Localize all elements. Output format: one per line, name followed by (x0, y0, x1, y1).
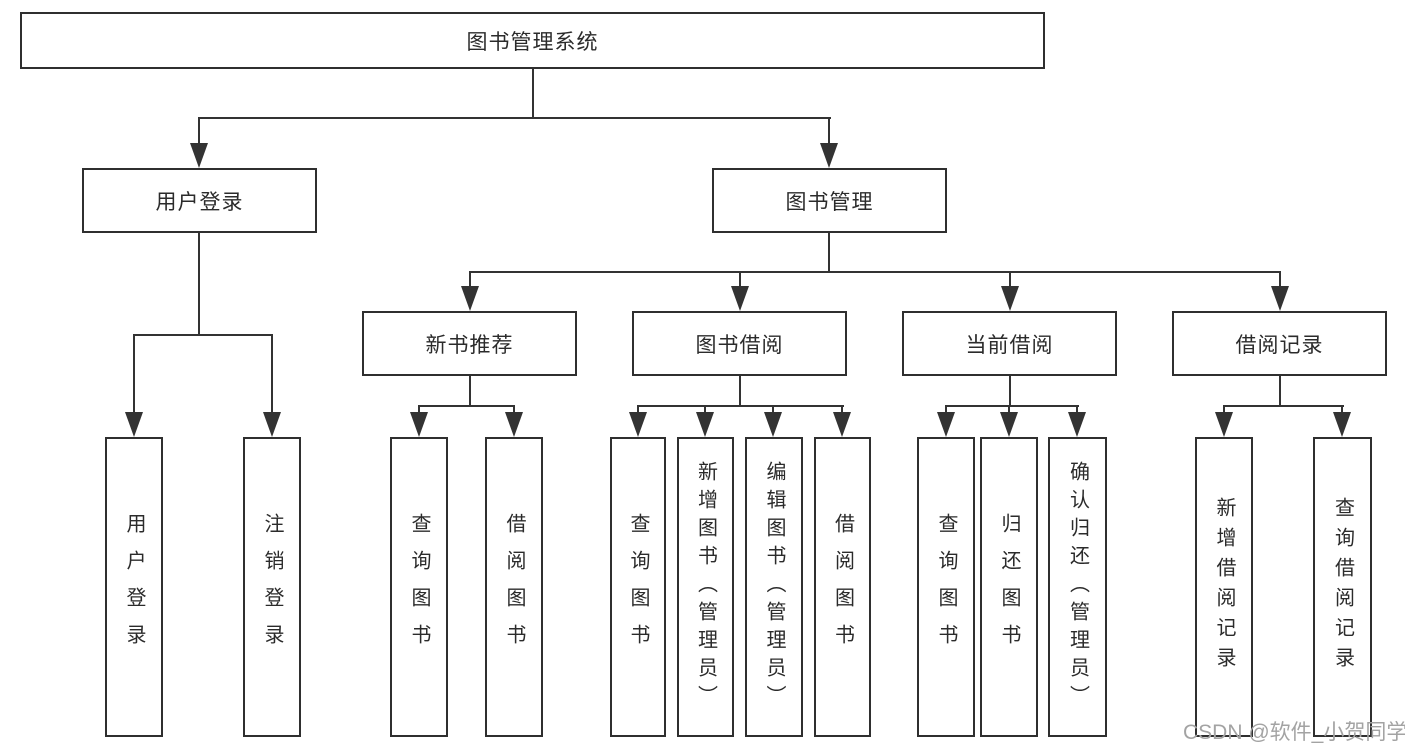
node-book-borrowing: 图书借阅 (632, 311, 847, 376)
connector-line (198, 117, 831, 119)
leaf-current-query-books: 查询图书 (917, 437, 975, 737)
leaf-logout: 注销登录 (243, 437, 301, 737)
connector-arrowhead (125, 412, 143, 437)
connector-arrowhead (629, 412, 647, 437)
leaf-label: 注销登录 (261, 513, 283, 661)
connector-line (1009, 271, 1011, 289)
connector-arrowhead (833, 412, 851, 437)
connector-arrowhead (190, 143, 208, 168)
connector-arrowhead (1215, 412, 1233, 437)
connector-line (828, 233, 830, 273)
connector-line (133, 334, 135, 416)
leaf-label: 确认归还（管理员） (1066, 461, 1089, 713)
node-label: 图书借阅 (695, 333, 784, 357)
connector-line (1009, 376, 1011, 407)
connector-line (532, 69, 534, 119)
connector-line (1223, 405, 1344, 407)
leaf-edit-books-admin: 编辑图书（管理员） (745, 437, 803, 737)
connector-arrowhead (696, 412, 714, 437)
connector-line (469, 271, 1281, 273)
connector-line (1279, 376, 1281, 407)
node-library-management-system: 图书管理系统 (20, 12, 1045, 69)
node-new-book-recommendation: 新书推荐 (362, 311, 577, 376)
csdn-watermark: CSDN @软件_小贺同学 (1183, 721, 1405, 744)
connector-line (1341, 405, 1343, 415)
connector-line (637, 405, 844, 407)
connector-line (469, 271, 471, 289)
leaf-label: 查询借阅记录 (1331, 497, 1354, 677)
connector-arrowhead (1271, 286, 1289, 311)
leaf-label: 查询图书 (408, 513, 430, 661)
connector-arrowhead (1068, 412, 1086, 437)
node-label: 图书管理系统 (466, 30, 599, 54)
connector-line (945, 405, 947, 415)
node-label: 新书推荐 (425, 333, 514, 357)
node-book-management: 图书管理 (712, 168, 947, 233)
leaf-label: 查询图书 (935, 513, 957, 661)
connector-arrowhead (731, 286, 749, 311)
connector-line (828, 117, 830, 147)
connector-line (1076, 405, 1078, 415)
connector-arrowhead (263, 412, 281, 437)
leaf-label: 借阅图书 (503, 513, 525, 661)
connector-arrowhead (1001, 286, 1019, 311)
connector-arrowhead (764, 412, 782, 437)
connector-line (1008, 405, 1010, 415)
connector-line (418, 405, 420, 415)
leaf-add-borrow-record: 新增借阅记录 (1195, 437, 1253, 737)
connector-line (469, 376, 471, 407)
leaf-label: 借阅图书 (831, 513, 854, 661)
connector-line (133, 334, 273, 336)
connector-line (772, 405, 774, 415)
connector-arrowhead (1333, 412, 1351, 437)
node-label: 用户登录 (155, 190, 244, 214)
node-current-borrowing: 当前借阅 (902, 311, 1117, 376)
connector-line (198, 233, 200, 336)
node-user-login: 用户登录 (82, 168, 317, 233)
leaf-recommend-query-books: 查询图书 (390, 437, 448, 737)
connector-line (637, 405, 639, 415)
node-borrowing-records: 借阅记录 (1172, 311, 1387, 376)
leaf-confirm-return-admin: 确认归还（管理员） (1048, 437, 1107, 737)
connector-line (1279, 271, 1281, 289)
connector-line (198, 117, 200, 147)
node-label: 借阅记录 (1235, 333, 1324, 357)
connector-line (739, 376, 741, 407)
leaf-borrowing-borrow-books: 借阅图书 (814, 437, 871, 737)
connector-line (418, 405, 515, 407)
leaf-recommend-borrow-books: 借阅图书 (485, 437, 543, 737)
leaf-label: 新增图书（管理员） (694, 461, 717, 713)
connector-line (513, 405, 515, 415)
connector-arrowhead (937, 412, 955, 437)
leaf-label: 归还图书 (998, 513, 1020, 661)
connector-line (1223, 405, 1225, 415)
leaf-label: 查询图书 (627, 513, 649, 661)
connector-arrowhead (820, 143, 838, 168)
connector-line (945, 405, 1079, 407)
leaf-borrowing-query-books: 查询图书 (610, 437, 666, 737)
connector-arrowhead (461, 286, 479, 311)
leaf-label: 新增借阅记录 (1213, 497, 1235, 677)
connector-line (704, 405, 706, 415)
leaf-label: 用户登录 (123, 513, 145, 661)
connector-line (271, 334, 273, 416)
connector-line (739, 271, 741, 289)
node-label: 图书管理 (785, 190, 874, 214)
leaf-return-books: 归还图书 (980, 437, 1038, 737)
leaf-add-books-admin: 新增图书（管理员） (677, 437, 734, 737)
leaf-query-borrow-record: 查询借阅记录 (1313, 437, 1372, 737)
node-label: 当前借阅 (965, 333, 1054, 357)
connector-arrowhead (410, 412, 428, 437)
leaf-label: 编辑图书（管理员） (763, 461, 785, 713)
connector-arrowhead (1000, 412, 1018, 437)
leaf-user-login: 用户登录 (105, 437, 163, 737)
connector-line (841, 405, 843, 415)
connector-arrowhead (505, 412, 523, 437)
